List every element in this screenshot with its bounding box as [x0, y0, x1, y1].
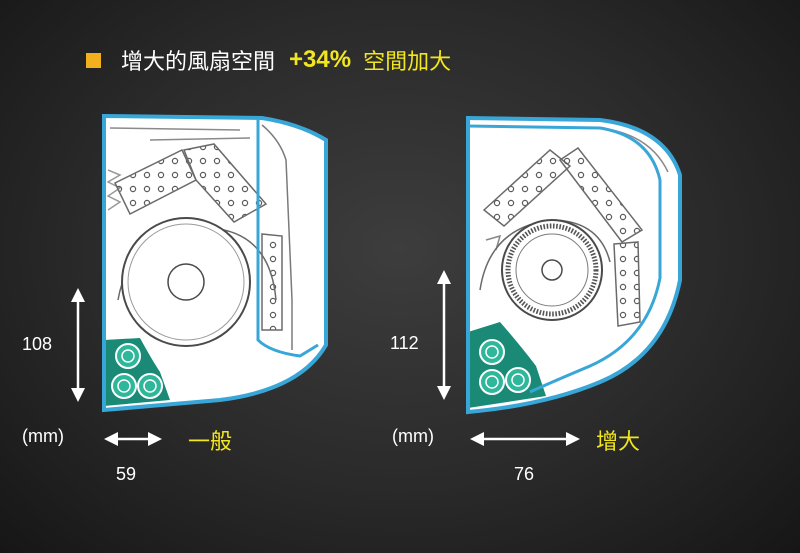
left-height-value: 108: [22, 334, 53, 354]
title-main-text: 增大的風扇空間: [121, 50, 276, 75]
right-unit-label: (mm): [392, 426, 434, 446]
left-type-label: 一般: [188, 430, 233, 455]
bullet-square-icon: [86, 52, 101, 68]
right-height-value: 112: [390, 333, 419, 353]
right-unit-outline: [466, 115, 682, 415]
left-unit-outline: [102, 113, 328, 413]
right-type-label: 增大: [596, 430, 641, 455]
right-fan-icon: [501, 219, 603, 321]
right-unit-diagram: [437, 115, 682, 446]
left-height-arrow: [71, 288, 85, 402]
right-width-value: 76: [514, 464, 535, 484]
right-motor-block: [468, 322, 546, 408]
left-unit-diagram: [71, 113, 328, 446]
right-front-panel: [467, 124, 662, 394]
right-height-arrow: [437, 270, 451, 400]
left-width-arrow: [104, 432, 162, 446]
right-width-arrow: [470, 432, 580, 446]
title-percent: +34%: [289, 46, 352, 73]
left-front-panel: [256, 120, 319, 358]
right-heat-exchanger: [482, 146, 644, 327]
left-unit-label: (mm): [22, 426, 64, 446]
page-title: 增大的風扇空間 +34% 空間加大: [86, 44, 451, 76]
left-heat-exchanger: [114, 143, 283, 331]
left-fan-icon: [121, 217, 251, 347]
title-suffix-text: 空間加大: [363, 50, 452, 75]
left-motor-block: [104, 338, 170, 406]
left-width-value: 59: [116, 464, 137, 484]
